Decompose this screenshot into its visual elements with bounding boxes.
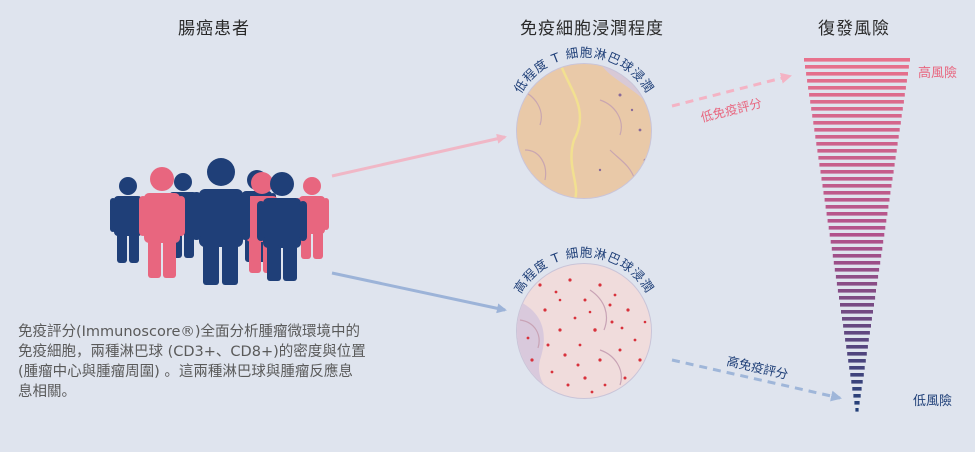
- patients-header: 腸癌患者: [178, 19, 250, 39]
- risk-stripe: [837, 289, 876, 293]
- description-text: 免疫評分(Immunoscore®)全面分析腫瘤微環境中的 免疫細胞，兩種淋巴球…: [18, 322, 438, 402]
- low-risk-label: 低風險: [913, 394, 953, 409]
- risk-stripe: [842, 317, 872, 321]
- risk-stripe: [820, 170, 894, 174]
- risk-stripe: [849, 366, 865, 370]
- person-icon: [257, 172, 307, 281]
- risk-stripe: [836, 282, 878, 286]
- risk-stripe: [804, 58, 910, 62]
- risk-stripe: [839, 296, 876, 300]
- risk-stripe: [817, 149, 897, 153]
- risk-stripe: [840, 303, 874, 307]
- high-score-arrow: [671, 358, 842, 402]
- risk-stripe: [813, 121, 901, 125]
- risk-stripe: [811, 107, 903, 111]
- risk-stripe: [833, 261, 881, 265]
- risk-stripe: [830, 240, 884, 244]
- risk-stripe: [828, 226, 886, 230]
- risk-stripe: [847, 352, 867, 356]
- description-line: 息相關。: [18, 384, 76, 400]
- risk-stripe: [851, 380, 863, 384]
- description-line: 免疫評分(Immunoscore®)全面分析腫瘤微環境中的: [18, 324, 361, 340]
- arrow-to-low-sample: [331, 133, 507, 178]
- description-line: (腫瘤中心與腫瘤周圍) 。這兩種淋巴球與腫瘤反應息: [18, 364, 353, 380]
- risk-stripe: [848, 359, 866, 363]
- risk-stripe: [812, 114, 902, 118]
- risk-stripe: [850, 373, 864, 377]
- risk-stripe: [814, 128, 900, 132]
- risk-stripe: [822, 184, 892, 188]
- risk-stripe: [815, 135, 899, 139]
- risk-stripe: [845, 338, 869, 342]
- risk-stripe: [841, 310, 873, 314]
- risk-stripe: [831, 247, 883, 251]
- risk-stripe: [824, 198, 890, 202]
- risk-stripe: [854, 401, 860, 405]
- risk-stripe: [810, 100, 904, 104]
- risk-stripe: [835, 275, 879, 279]
- description-line: 免疫細胞，兩種淋巴球 (CD3+、CD8+)的密度與位置: [18, 344, 366, 360]
- low-score-label: 低免疫評分: [699, 95, 763, 125]
- risk-stripe: [846, 345, 868, 349]
- person-icon: [139, 167, 185, 278]
- risk-stripe: [805, 65, 909, 69]
- high-infiltration-tissue-image: [516, 263, 652, 399]
- patients-group-icon: [110, 158, 329, 285]
- risk-stripe: [843, 324, 871, 328]
- risk-stripe: [827, 219, 887, 223]
- risk-stripe: [826, 212, 888, 216]
- risk-stripe: [821, 177, 893, 181]
- risk-stripe: [853, 394, 861, 398]
- low-score-arrow: [671, 72, 792, 108]
- risk-stripe: [834, 268, 880, 272]
- high-score-label: 高免疫評分: [725, 353, 789, 382]
- arrow-to-high-sample: [331, 271, 507, 314]
- risk-stripe: [806, 72, 908, 76]
- risk-stripe: [816, 142, 898, 146]
- infiltration-header: 免疫細胞浸潤程度: [520, 19, 664, 39]
- high-risk-label: 高風險: [918, 66, 958, 81]
- risk-stripe: [855, 408, 859, 412]
- risk-stripe: [825, 205, 889, 209]
- risk-header: 復發風險: [818, 19, 890, 39]
- risk-stripe: [832, 254, 882, 258]
- risk-stripe: [819, 163, 895, 167]
- risk-gradient-triangle: [804, 58, 910, 412]
- risk-stripe: [823, 191, 891, 195]
- person-icon: [192, 158, 250, 285]
- risk-stripe: [829, 233, 885, 237]
- risk-stripe: [852, 387, 862, 391]
- low-infiltration-tissue-image: [516, 63, 652, 199]
- risk-stripe: [818, 156, 896, 160]
- risk-stripe: [809, 93, 905, 97]
- risk-stripe: [808, 86, 906, 90]
- risk-stripe: [807, 79, 907, 83]
- risk-stripe: [844, 331, 870, 335]
